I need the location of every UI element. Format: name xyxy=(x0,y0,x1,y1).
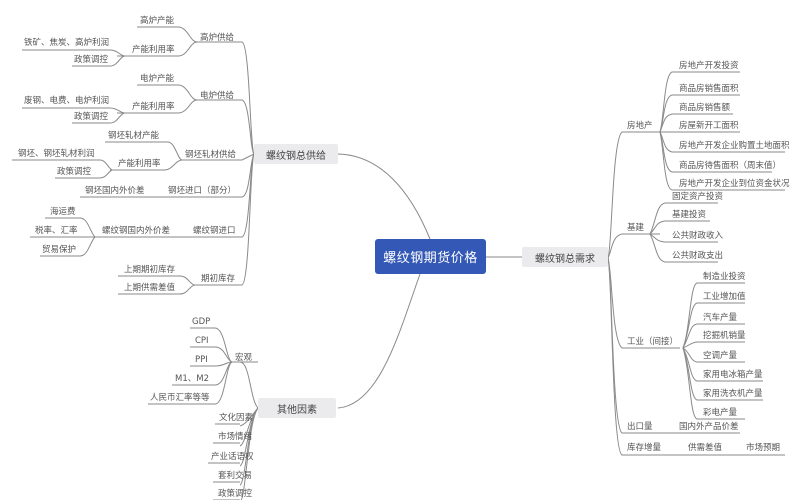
node-export-price-spread[interactable]: 国内外产品价差 xyxy=(679,422,739,432)
node-public-revenue[interactable]: 公共财政收入 xyxy=(672,231,724,241)
node-policy-control[interactable]: 政策调控 xyxy=(218,489,253,499)
node-billet-rolling-policy[interactable]: 政策调控 xyxy=(57,167,92,177)
node-blast-furnace-utilization[interactable]: 产能利用率 xyxy=(132,45,175,55)
node-ppi[interactable]: PPI xyxy=(195,355,208,365)
node-total-supply[interactable]: 螺纹钢总供给 xyxy=(254,144,338,164)
node-washer-output[interactable]: 家用洗衣机产量 xyxy=(703,389,763,399)
node-opening-inventory[interactable]: 期初库存 xyxy=(201,274,236,284)
node-supply-demand-gap[interactable]: 供需差值 xyxy=(688,443,723,453)
node-billet-price-spread[interactable]: 钢坯国内外价差 xyxy=(85,186,145,196)
node-ac-output[interactable]: 空调产量 xyxy=(703,351,738,361)
node-tv-output[interactable]: 彩电产量 xyxy=(703,408,738,418)
node-arbitrage-trading[interactable]: 套利交易 xyxy=(218,471,253,481)
node-billet-rolling-utilization[interactable]: 产能利用率 xyxy=(118,159,161,169)
node-export-volume[interactable]: 出口量 xyxy=(627,422,653,432)
node-industry-indirect[interactable]: 工业（间接） xyxy=(627,337,679,347)
node-real-estate[interactable]: 房地产 xyxy=(627,121,653,131)
node-re-funding-status[interactable]: 房地产开发企业到位资金状况 xyxy=(679,179,790,189)
node-prev-opening-inventory[interactable]: 上期期初库存 xyxy=(124,265,176,275)
node-billet-rolling-util-detail[interactable]: 钢坯、钢坯轧材利润 xyxy=(18,149,95,159)
node-m1-m2[interactable]: M1、M2 xyxy=(175,374,209,384)
node-infrastructure[interactable]: 基建 xyxy=(627,223,645,233)
node-rmb-exchange-rate[interactable]: 人民币汇率等等 xyxy=(150,393,210,403)
node-excavator-sales[interactable]: 挖掘机销量 xyxy=(703,331,746,341)
node-blast-furnace-policy[interactable]: 政策调控 xyxy=(74,55,109,65)
node-billet-rolling-capacity[interactable]: 钢坯轧材产能 xyxy=(108,131,160,141)
node-fixed-asset-investment[interactable]: 固定资产投资 xyxy=(672,192,724,202)
node-public-expenditure[interactable]: 公共财政支出 xyxy=(672,251,724,261)
node-fridge-output[interactable]: 家用电冰箱产量 xyxy=(703,370,763,380)
node-re-sales-area[interactable]: 商品房销售面积 xyxy=(679,84,739,94)
node-auto-output[interactable]: 汽车产量 xyxy=(703,313,738,323)
node-market-expectation[interactable]: 市场预期 xyxy=(746,443,781,453)
node-gdp[interactable]: GDP xyxy=(192,317,211,327)
node-re-unsold-area[interactable]: 商品房待售面积（周末值） xyxy=(679,161,782,171)
node-industrial-value-added[interactable]: 工业增加值 xyxy=(703,292,746,302)
node-shipping-cost[interactable]: 海运费 xyxy=(50,207,76,217)
node-market-sentiment[interactable]: 市场情绪 xyxy=(218,432,253,442)
node-rebar-price-spread[interactable]: 螺纹钢国内外价差 xyxy=(102,226,171,236)
node-total-demand[interactable]: 螺纹钢总需求 xyxy=(522,247,608,267)
node-trade-protection[interactable]: 贸易保护 xyxy=(42,245,77,255)
node-electric-furnace-supply[interactable]: 电炉供给 xyxy=(200,91,235,101)
node-electric-furnace-utilization[interactable]: 产能利用率 xyxy=(132,102,175,112)
root-node[interactable]: 螺纹钢期货价格 xyxy=(375,239,486,274)
node-re-new-construction[interactable]: 房屋新开工面积 xyxy=(679,121,739,131)
node-inventory-increment[interactable]: 库存增量 xyxy=(627,443,662,453)
node-other-factors[interactable]: 其他因素 xyxy=(258,398,336,418)
node-industry-voice[interactable]: 产业话语权 xyxy=(211,452,254,462)
node-tax-exchange-rate[interactable]: 税率、汇率 xyxy=(35,226,78,236)
node-rebar-import[interactable]: 螺纹钢进口 xyxy=(193,226,236,236)
node-re-dev-investment[interactable]: 房地产开发投资 xyxy=(679,61,739,71)
node-re-land-purchase[interactable]: 房地产开发企业购置土地面积 xyxy=(679,141,790,151)
node-manufacturing-investment[interactable]: 制造业投资 xyxy=(703,272,746,282)
node-blast-furnace-util-detail[interactable]: 铁矿、焦炭、高炉利润 xyxy=(24,38,110,48)
node-cultural-factors[interactable]: 文化因素 xyxy=(219,413,254,423)
node-electric-furnace-policy[interactable]: 政策调控 xyxy=(74,112,109,122)
node-electric-furnace-capacity[interactable]: 电炉产能 xyxy=(140,74,175,84)
node-cpi[interactable]: CPI xyxy=(195,336,209,346)
node-re-sales-amount[interactable]: 商品房销售额 xyxy=(679,103,731,113)
node-macro[interactable]: 宏观 xyxy=(235,353,253,363)
node-blast-furnace-supply[interactable]: 高炉供给 xyxy=(200,33,235,43)
node-infrastructure-investment[interactable]: 基建投资 xyxy=(672,210,707,220)
node-billet-import[interactable]: 钢坯进口（部分） xyxy=(168,186,237,196)
node-prev-supply-demand-gap[interactable]: 上期供需差值 xyxy=(124,283,176,293)
node-electric-furnace-util-detail[interactable]: 废钢、电费、电炉利润 xyxy=(24,96,110,106)
node-billet-rolling-supply[interactable]: 钢坯轧材供给 xyxy=(185,150,237,160)
node-blast-furnace-capacity[interactable]: 高炉产能 xyxy=(140,16,175,26)
